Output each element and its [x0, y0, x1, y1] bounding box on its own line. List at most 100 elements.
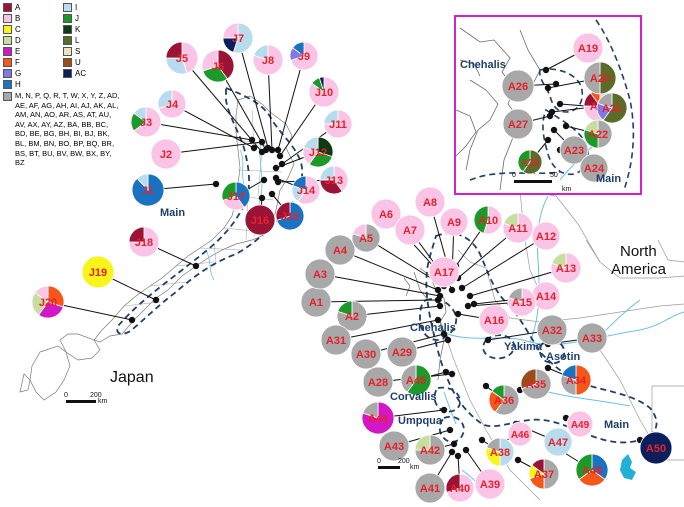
- site-dot-a26: [552, 80, 560, 88]
- svg-text:0: 0: [512, 172, 516, 179]
- site-dot-a40: [454, 452, 462, 460]
- legend-label: H: [15, 80, 21, 89]
- pie-slice: [414, 434, 446, 466]
- pie-label-a46: A46: [511, 430, 530, 441]
- pie-label-a8: A8: [423, 197, 437, 209]
- pie-slice: [128, 226, 160, 258]
- chehalis-label: Chehalis: [410, 322, 456, 334]
- legend-swatch: [3, 58, 12, 67]
- pie-slice: [414, 434, 431, 451]
- pie-slice: [575, 364, 592, 396]
- pie-label-a40: A40: [450, 483, 470, 495]
- pie-slice: [292, 41, 305, 57]
- north-america-label-line1: North: [620, 243, 657, 260]
- pie-j12: J12: [302, 136, 334, 168]
- leader-j4: [171, 103, 255, 149]
- legend-swatch: [63, 47, 72, 56]
- pie-slice: [324, 234, 356, 266]
- pie-label-j3: J3: [140, 117, 152, 129]
- pie-slice: [337, 300, 353, 317]
- pie-label-a22: A22: [588, 129, 608, 141]
- site-dot-j12: [272, 164, 280, 172]
- pie-label-j16: J16: [251, 215, 269, 227]
- pie-a26: A26: [501, 69, 535, 103]
- site-dot-a15: [464, 302, 472, 310]
- pie-a22: A22: [583, 119, 613, 149]
- legend-item-f: F: [3, 57, 63, 68]
- leader-a31: [335, 319, 439, 341]
- pie-slice: [583, 61, 601, 95]
- pie-label-j8: J8: [262, 55, 274, 67]
- pie-slice: [352, 223, 367, 239]
- pie-slice: [578, 469, 606, 487]
- pie-a10: A10: [473, 205, 503, 235]
- legend-label: AC: [75, 69, 87, 78]
- site-dot-a17: [448, 286, 456, 294]
- pie-label-j15: J15: [281, 211, 299, 223]
- pie-slice: [333, 165, 349, 192]
- pie-a31: A31: [320, 324, 352, 356]
- legend-swatch: [3, 69, 12, 78]
- legend-label: A: [15, 3, 21, 12]
- leader-a4: [339, 249, 439, 291]
- pie-a15: A15: [507, 287, 537, 317]
- pie-a8: A8: [414, 186, 446, 218]
- pie-label-a37: A37: [534, 469, 554, 481]
- pie-slice: [473, 205, 489, 234]
- pie-slice: [597, 92, 613, 109]
- pie-j1: J1: [131, 173, 165, 207]
- legend-label: C: [15, 25, 21, 34]
- pie-slice: [362, 401, 379, 419]
- legend-item-a: A: [3, 2, 63, 13]
- pie-slice: [222, 22, 239, 39]
- legend-label: S: [75, 47, 81, 56]
- pie-a36: A36: [488, 384, 520, 416]
- site-dot-j4: [250, 144, 258, 152]
- legend-label: G: [15, 69, 22, 78]
- site-dot-a41: [448, 448, 456, 456]
- legend-swatch: [3, 25, 12, 34]
- legend-swatch: [3, 3, 12, 12]
- site-dot-j11: [278, 160, 286, 168]
- site-dot-j3: [248, 136, 256, 144]
- pie-label-j12: J12: [309, 147, 327, 159]
- pie-label-a17: A17: [434, 267, 454, 279]
- pie-j11: J11: [323, 109, 353, 139]
- pie-a35: A35: [520, 368, 552, 400]
- leader-a12: [461, 235, 547, 289]
- site-dot-a34: [544, 364, 552, 372]
- pie-slice: [499, 437, 515, 467]
- pie-slice: [428, 256, 460, 288]
- legend-item-ac: AC: [63, 68, 123, 79]
- pie-j19: J19: [81, 255, 115, 289]
- site-dot-j20: [128, 316, 136, 324]
- pie-slice: [575, 453, 593, 480]
- site-dot-a43: [446, 426, 454, 434]
- legend-label: J: [75, 14, 79, 23]
- pie-a50: A50: [639, 431, 673, 465]
- pie-label-a41: A41: [420, 483, 440, 495]
- pie-label-a7: A7: [403, 225, 417, 237]
- pie-label-j14: J14: [297, 185, 316, 197]
- legend-label: I: [75, 3, 78, 12]
- site-dot-a13: [466, 292, 474, 300]
- legend-item-d: D: [3, 35, 63, 46]
- pie-label-a1: A1: [309, 297, 323, 309]
- pie-slice: [386, 336, 418, 368]
- pie-slice: [478, 304, 510, 336]
- yakima-label: Yakima: [504, 341, 543, 353]
- pie-slice: [522, 149, 543, 175]
- legend-swatch: [63, 3, 72, 12]
- pie-slice: [572, 32, 604, 64]
- legend-swatch: [63, 25, 72, 34]
- site-dot-j2: [258, 138, 266, 146]
- site-dot-j15: [268, 190, 276, 198]
- legend-item-l: L: [63, 35, 123, 46]
- site-dot-a3: [436, 292, 444, 300]
- pie-j14: J14: [291, 175, 321, 205]
- site-dot-a21: [556, 100, 564, 108]
- pie-slice: [378, 430, 410, 462]
- pie-slice: [543, 427, 573, 457]
- inset-main-label: Main: [596, 173, 621, 185]
